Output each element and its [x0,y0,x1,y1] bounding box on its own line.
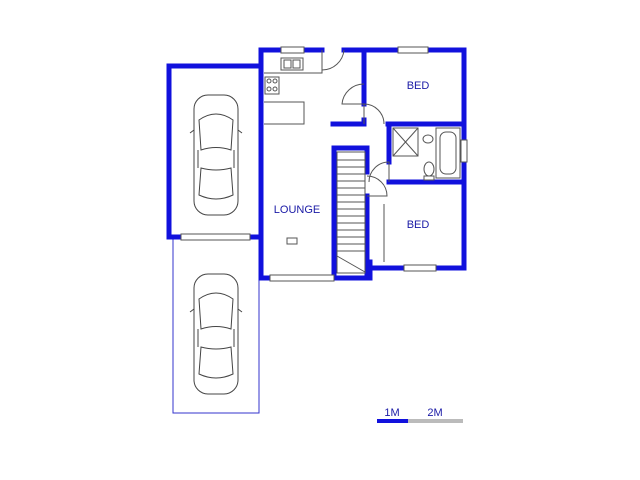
bathroom-window [460,139,468,163]
shower [392,127,419,157]
car-parking [189,273,243,395]
basin [422,134,434,144]
bedroom-top-door-swing [363,103,385,125]
kitchen-window [280,46,305,54]
bathroom-fixtures [392,127,461,181]
stove [264,76,280,95]
bedroom-bottom-door-swing [366,175,388,197]
kitchen-fixtures [264,54,323,245]
tv-unit [286,237,298,245]
scale-label-1m: 1M [384,407,399,419]
lounge-sliding-door [269,274,335,282]
bedroom-window-top [397,46,429,54]
room-label-lounge: LOUNGE [274,204,320,216]
entrance-door-swing [321,49,345,71]
car-garage [189,94,243,216]
bathtub [435,127,461,179]
bedroom-window-bottom [403,264,437,272]
windows [269,46,468,282]
scale-bar: 1M 2M [377,407,463,423]
room-label-bed-bottom: BED [407,219,430,231]
kitchen-counter-top [264,54,323,74]
staircase [336,151,366,274]
room-label-bed-top: BED [407,80,430,92]
sink [280,57,304,71]
toilet [423,161,435,177]
landing-door-swing [341,83,365,105]
garage-door [180,233,251,241]
bathroom-door-swing [368,161,390,183]
interior-walls [330,47,467,281]
scale-label-2m: 2M [427,407,442,419]
kitchen-counter-lower [264,101,305,125]
door-swings [321,49,390,262]
